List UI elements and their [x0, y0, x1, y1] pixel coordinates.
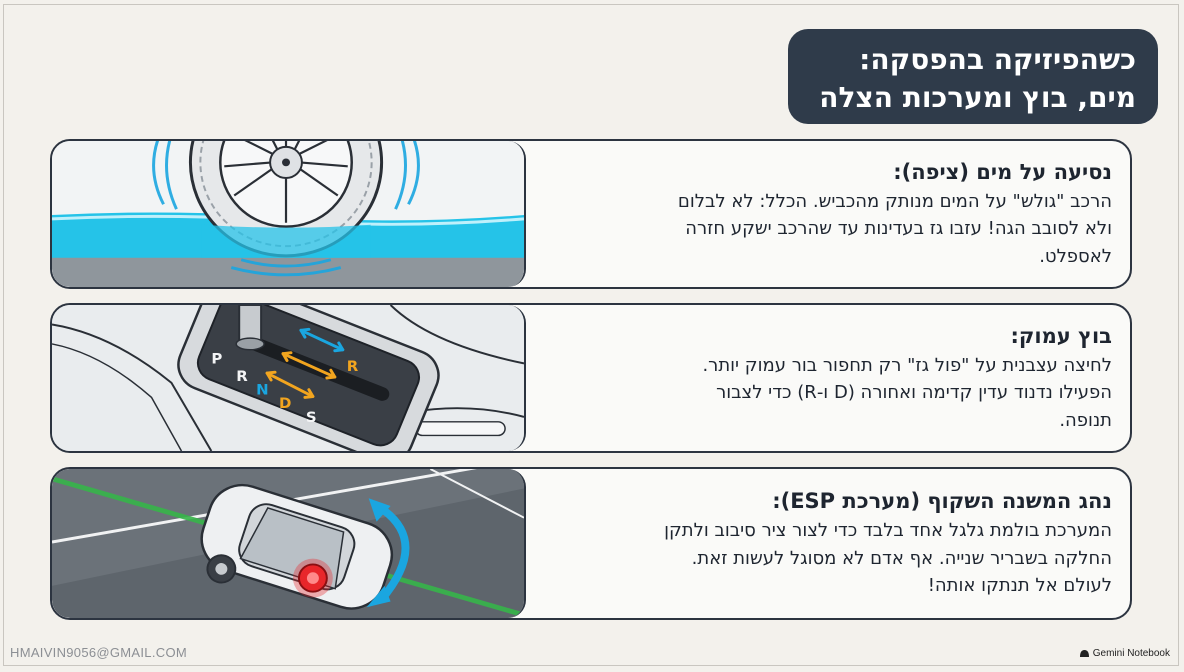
page-title-line-2: מים, בוץ ומערכות הצלה — [819, 81, 1136, 114]
card-hydroplaning-text: נסיעה על מים (ציפה): הרכב "גולש" על המים… — [552, 141, 1112, 287]
gear-letter-r: R — [236, 368, 248, 385]
card-body-line: לעולם אל תנתקו אותה! — [927, 575, 1112, 597]
card-body-line: המערכת בולמת גלגל אחד בלבד כדי לצור ציר … — [664, 520, 1112, 542]
gear-letter-r-target: R — [347, 358, 359, 375]
card-deep-mud-text: בוץ עמוק: לחיצה עצבנית על "פול גז" רק תח… — [552, 305, 1112, 451]
card-heading: נסיעה על מים (ציפה): — [893, 159, 1112, 184]
card-body-line: לחיצה עצבנית על "פול גז" רק תחפור בור עמ… — [702, 354, 1112, 376]
card-body: הרכב "גולש" על המים מנותק מהכביש. הכלל: … — [552, 188, 1112, 271]
footer-brand: Gemini Notebook — [1079, 648, 1170, 659]
card-body-line: הרכב "גולש" על המים מנותק מהכביש. הכלל: … — [677, 190, 1112, 212]
card-body-line: החלקה בשבריר שנייה. אף אדם לא מסוגל לעשו… — [691, 547, 1112, 569]
card-body-line: הפעילו נדנוד עדין קדימה ואחורה (D ו-R) כ… — [716, 382, 1112, 404]
card-body: לחיצה עצבנית על "פול גז" רק תחפור בור עמ… — [552, 352, 1112, 435]
page-frame — [3, 4, 1179, 666]
card-body-line: ולא לסובב הגה! עזבו גז בעדינות עד שהרכב … — [685, 218, 1112, 240]
footer-email: HMAIVIN9056@GMAIL.COM — [10, 645, 187, 660]
gear-letter-s: S — [306, 409, 317, 426]
card-heading: בוץ עמוק: — [1010, 323, 1112, 348]
tire-hydroplaning-icon — [52, 141, 526, 287]
gear-shifter-icon: P R N D S R — [52, 305, 526, 451]
gear-letter-n: N — [256, 382, 268, 399]
card-body: המערכת בולמת גלגל אחד בלבד כדי לצור ציר … — [552, 517, 1112, 600]
card-esp: נהג המשנה השקוף (מערכת ESP): המערכת בולמ… — [50, 467, 1132, 620]
car-esp-icon — [52, 469, 526, 618]
gear-letter-d: D — [279, 395, 291, 412]
page-title-line-1: כשהפיזיקה בהפסקה: — [859, 43, 1136, 76]
card-body-line: לאספלט. — [1039, 245, 1112, 267]
card-esp-text: נהג המשנה השקוף (מערכת ESP): המערכת בולמ… — [552, 469, 1112, 618]
gear-letter-p: P — [211, 351, 222, 368]
card-heading: נהג המשנה השקוף (מערכת ESP): — [772, 489, 1112, 514]
notebook-logo-icon — [1079, 650, 1089, 657]
card-hydroplaning: נסיעה על מים (ציפה): הרכב "גולש" על המים… — [50, 139, 1132, 289]
page-title: כשהפיזיקה בהפסקה: מים, בוץ ומערכות הצלה — [788, 29, 1158, 124]
footer-brand-label: Gemini Notebook — [1092, 648, 1170, 659]
card-deep-mud: P R N D S R בוץ עמוק: לחי — [50, 303, 1132, 453]
card-body-line: תנופה. — [1059, 409, 1112, 431]
